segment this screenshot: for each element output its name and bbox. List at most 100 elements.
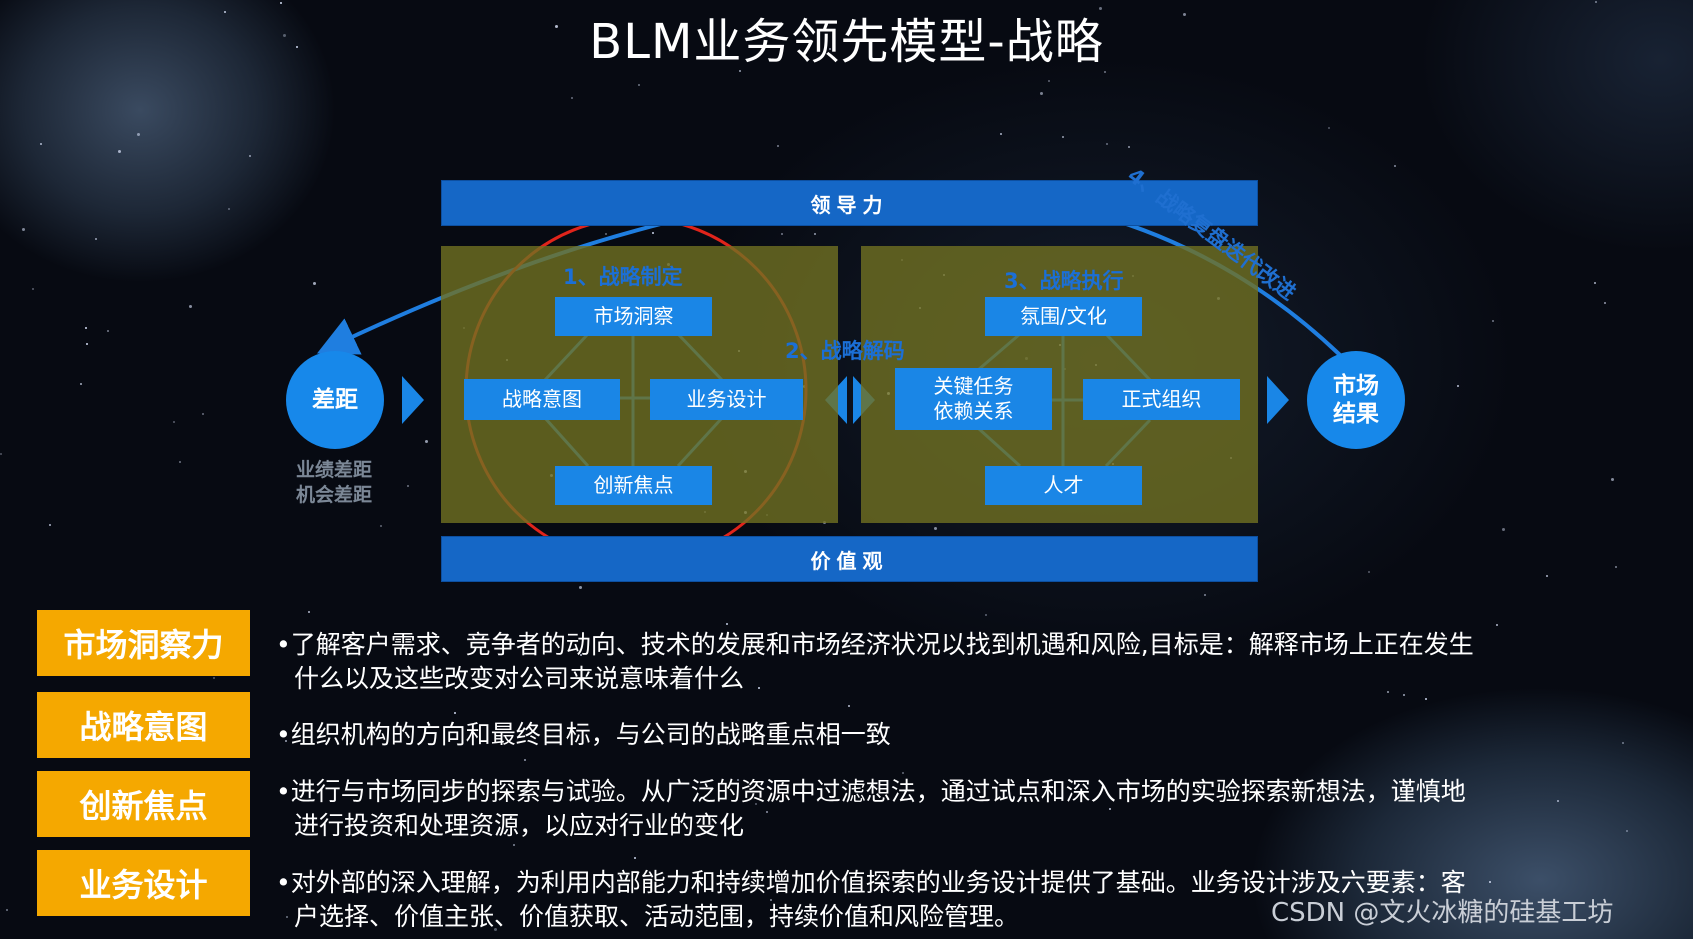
star [173, 421, 175, 423]
desc-business-design-line-1: •对外部的深入理解，为利用内部能力和持续增加价值探索的业务设计提供了基础。业务设… [276, 868, 1466, 897]
star [720, 651, 722, 653]
star [95, 238, 97, 240]
triangle-right-1 [402, 376, 424, 424]
values-bar: 价值观 [441, 536, 1258, 582]
star [1106, 143, 1108, 145]
star [1622, 742, 1624, 744]
star [280, 2, 282, 4]
star [380, 525, 382, 527]
star [1492, 320, 1494, 322]
star [1496, 624, 1498, 626]
star [1000, 133, 1002, 135]
star [202, 413, 204, 415]
star [1615, 566, 1617, 568]
gap-subtext: 业绩差距 机会差距 [284, 458, 384, 508]
star [22, 228, 25, 231]
desc-market-insight: •了解客户需求、竞争者的动向、技术的发展和市场经济状况以找到机遇和风险,目标是：… [276, 628, 1474, 696]
star [32, 288, 34, 290]
gap-subtext-line-1: 业绩差距 [295, 459, 372, 481]
star [848, 705, 850, 707]
star [228, 208, 230, 210]
desc-innovation-focus-line-1: •进行与市场同步的探索与试验。从广泛的资源中过滤想法，通过试点和深入市场的实验探… [276, 777, 1466, 806]
star [296, 46, 298, 48]
star [336, 490, 338, 492]
star [179, 461, 181, 463]
star [1183, 13, 1186, 16]
star [1595, 1, 1597, 3]
star [1048, 80, 1050, 82]
star [425, 440, 428, 443]
desc-innovation-focus: •进行与市场同步的探索与试验。从广泛的资源中过滤想法，通过试点和深入市场的实验探… [276, 775, 1466, 843]
star [580, 654, 582, 656]
market-result-circle: 市场 结果 [1307, 351, 1405, 449]
star [400, 822, 402, 824]
node-culture: 氛围/文化 [985, 297, 1142, 336]
star [1310, 644, 1312, 646]
star [407, 485, 409, 487]
star [770, 899, 772, 901]
star [1394, 165, 1396, 167]
node-key-tasks: 关键任务 依赖关系 [895, 368, 1052, 430]
star [85, 327, 87, 329]
star [915, 920, 917, 922]
star [1392, 915, 1394, 917]
star [285, 740, 287, 742]
star [902, 772, 904, 774]
star [726, 623, 728, 625]
star [1546, 575, 1548, 577]
star [836, 653, 838, 655]
star [579, 586, 582, 589]
tag-market-insight: 市场洞察力 [37, 610, 250, 676]
desc-market-insight-line-2: 什么以及这些改变对公司来说意味着什么 [294, 664, 745, 693]
star [40, 143, 42, 145]
star [1489, 881, 1491, 883]
star [404, 882, 406, 884]
star [1387, 691, 1389, 693]
star [1062, 136, 1064, 138]
node-strategic-intent: 战略意图 [464, 379, 620, 420]
star [1411, 887, 1413, 889]
node-innovation-focus: 创新焦点 [555, 466, 712, 505]
decoding-label: 2、战略解码 [785, 339, 905, 363]
star [454, 712, 456, 714]
node-formal-org: 正式组织 [1083, 379, 1240, 420]
star [0, 453, 2, 455]
star [737, 779, 739, 781]
star [49, 524, 51, 526]
page-title: BLM业务领先模型-战略 [589, 14, 1104, 70]
star [118, 150, 121, 153]
triangle-right-2 [1267, 376, 1289, 424]
node-business-design: 业务设计 [650, 379, 803, 420]
star [555, 25, 558, 28]
star [189, 305, 192, 308]
star [1403, 694, 1405, 696]
star [286, 916, 288, 918]
star [249, 155, 251, 157]
star [814, 233, 816, 235]
star [931, 22, 933, 24]
star [1457, 385, 1459, 387]
star [1626, 830, 1628, 832]
star [1109, 808, 1111, 810]
star [313, 282, 316, 285]
star [766, 811, 768, 813]
leadership-bar: 领导力 [441, 180, 1258, 226]
star [605, 233, 607, 235]
formulation-label: 1、战略制定 [563, 265, 683, 289]
star [494, 928, 497, 931]
star [739, 70, 741, 72]
star [777, 145, 779, 147]
execution-label: 3、战略执行 [1004, 269, 1124, 293]
star [887, 877, 890, 880]
gap-subtext-line-2: 机会差距 [295, 484, 372, 506]
star [1368, 571, 1370, 573]
star [283, 34, 286, 37]
star [1099, 7, 1102, 10]
star [638, 84, 640, 86]
gap-circle: 差距 [286, 351, 384, 449]
desc-innovation-focus-line-2: 进行投资和处理资源，以应对行业的变化 [294, 811, 745, 840]
star [86, 343, 88, 345]
star [137, 133, 140, 136]
star [1604, 302, 1606, 304]
star [1204, 594, 1206, 596]
